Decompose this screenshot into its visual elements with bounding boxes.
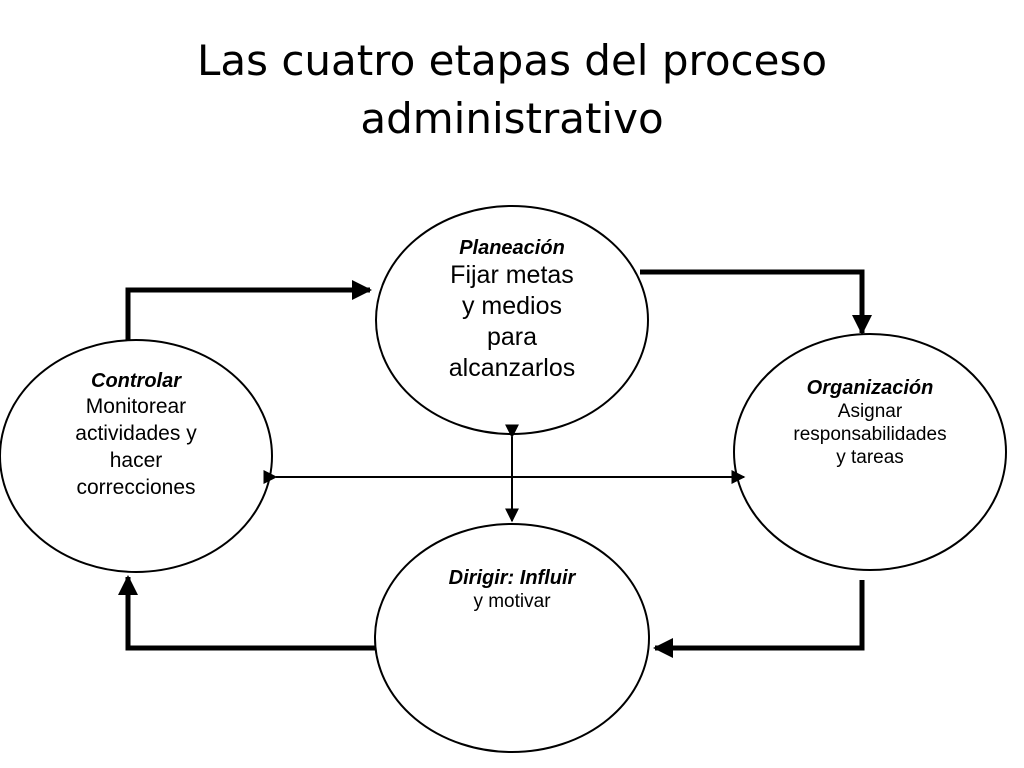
slide-title: Las cuatro etapas del proceso administra…	[0, 32, 1024, 148]
planeacion-title: Planeación	[459, 237, 565, 259]
controlar-desc-line-1: Monitorear	[85, 395, 187, 418]
planeacion-desc-line-1: Fijar metas	[450, 261, 574, 289]
controlar-text: Controlar Monitorear actividades y hacer…	[36, 369, 236, 501]
arrow-dirigir-to-controlar	[118, 575, 375, 651]
dirigir-desc-line-1: y motivar	[473, 591, 551, 612]
slide-title-line-1: Las cuatro etapas del proceso	[196, 36, 828, 85]
organizacion-desc-line-2: responsabilidades	[793, 424, 947, 445]
organizacion-text: Organización Asignar responsabilidades y…	[770, 376, 970, 469]
controlar-desc-line-4: correcciones	[76, 476, 196, 499]
arrow-controlar-to-planeacion	[125, 280, 372, 340]
organizacion-desc-line-1: Asignar	[837, 401, 903, 422]
controlar-node	[0, 339, 273, 573]
organizacion-desc-line-3: y tareas	[836, 447, 904, 468]
controlar-title: Controlar	[91, 370, 181, 392]
dirigir-node	[374, 523, 650, 753]
arrow-organizacion-to-dirigir	[653, 580, 865, 658]
dirigir-text: Dirigir: Influir y motivar	[412, 566, 612, 613]
controlar-desc-line-2: actividades y	[75, 422, 197, 445]
planeacion-desc-line-3: para	[486, 323, 538, 351]
planeacion-desc-line-4: alcanzarlos	[448, 354, 576, 382]
planeacion-text: Planeación Fijar metas y medios para alc…	[422, 236, 602, 384]
slide-title-line-2: administrativo	[360, 94, 664, 143]
controlar-desc-line-3: hacer	[109, 449, 163, 472]
dirigir-title: Dirigir: Influir	[448, 567, 576, 589]
arrow-planeacion-to-organizacion	[640, 269, 872, 335]
planeacion-desc-line-2: y medios	[461, 292, 563, 320]
organizacion-title: Organización	[806, 377, 934, 399]
